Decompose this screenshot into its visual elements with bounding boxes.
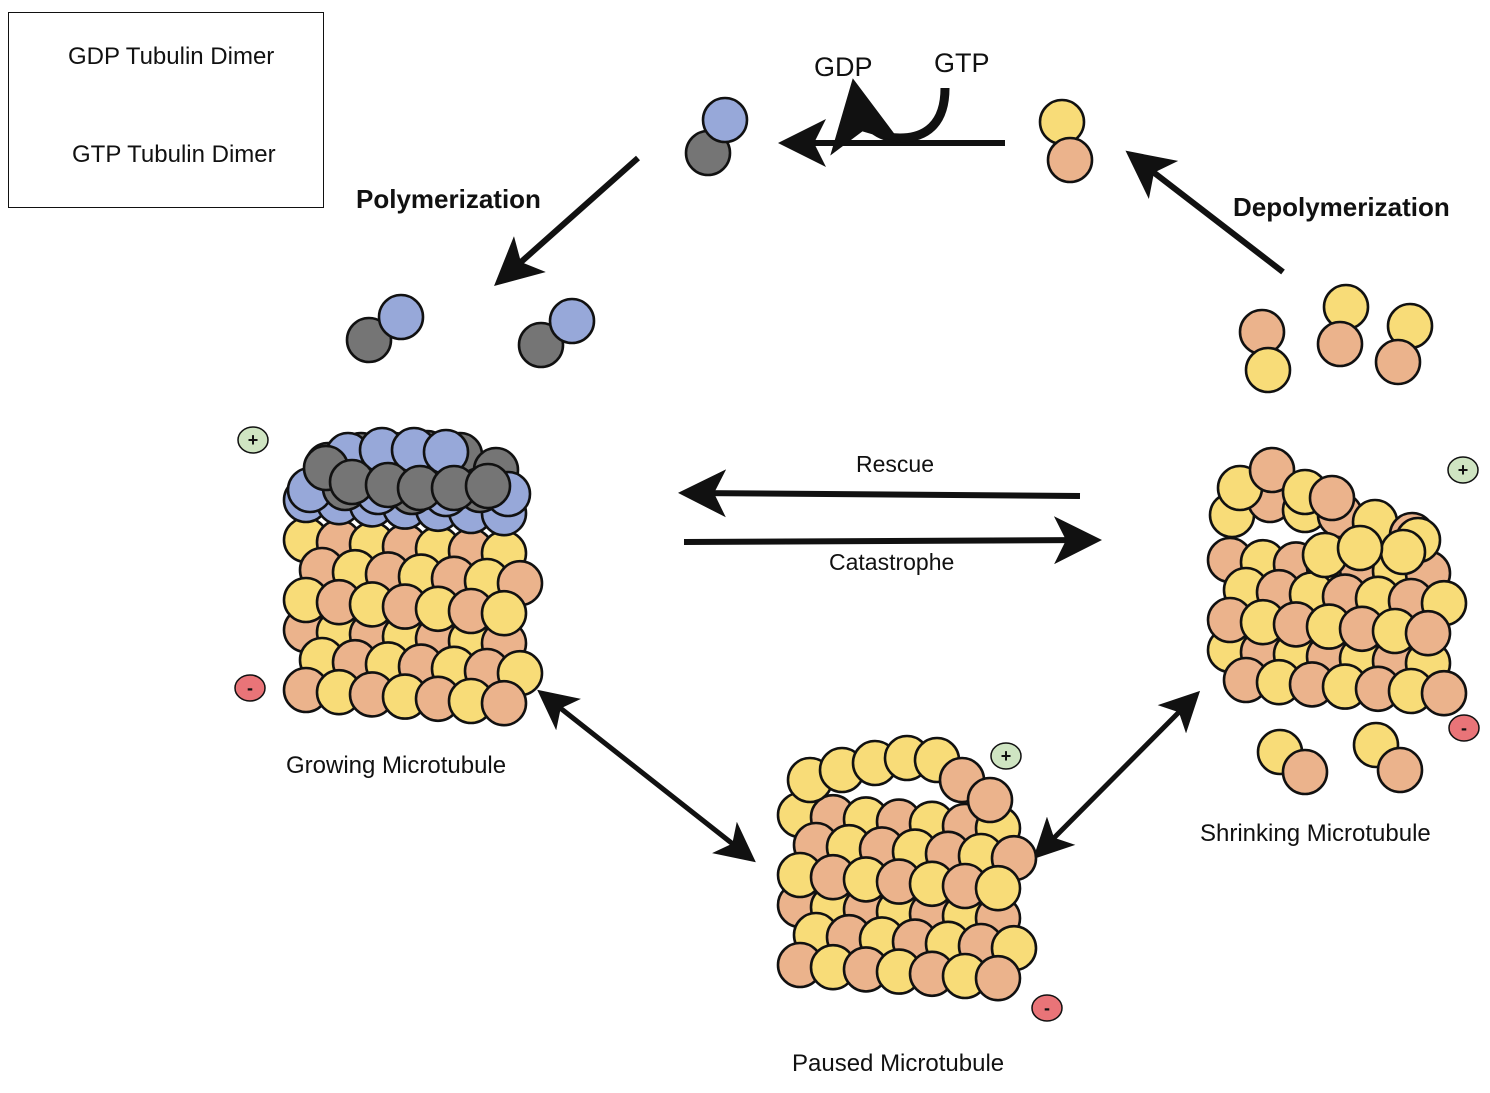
gdp-dimer-free xyxy=(1238,308,1292,394)
legend-box xyxy=(8,12,324,208)
tubulin-subunit xyxy=(377,293,425,341)
growing-plus-end-icon-badge xyxy=(237,426,269,454)
growing-minus-end-icon-sign: - xyxy=(247,678,253,698)
depolymerization-label: Depolymerization xyxy=(1233,192,1450,222)
tubulin-subunit xyxy=(548,297,596,345)
shrinking-minus-end-icon: - xyxy=(1448,714,1480,742)
tubulin-subunit xyxy=(974,864,1022,912)
catastrophe-label: Catastrophe xyxy=(829,549,955,575)
paused-plus-end-icon: + xyxy=(990,742,1022,770)
growing-microtubule-label: Growing Microtubule xyxy=(286,752,507,779)
gdp-dimer-released xyxy=(1038,98,1094,184)
tubulin-subunit xyxy=(1308,474,1356,522)
tubulin-subunit xyxy=(480,679,528,727)
gtp-exchange-curved-arrow xyxy=(830,78,950,156)
tubulin-subunit xyxy=(1248,446,1296,494)
tubulin-subunit xyxy=(974,954,1022,1002)
growing-paused-double-arrow xyxy=(537,689,756,863)
paused-microtubule-label: Paused Microtubule xyxy=(792,1050,1005,1077)
tubulin-subunit xyxy=(1046,136,1094,184)
legend-gdp-label: GDP Tubulin Dimer xyxy=(68,43,275,70)
tubulin-subunit xyxy=(1316,320,1364,368)
tubulin-subunit xyxy=(464,462,512,510)
gtp-dimer-free xyxy=(345,293,425,364)
tubulin-subunit xyxy=(1336,524,1384,572)
growing-minus-end-icon-badge xyxy=(234,674,266,702)
polymerization-label: Polymerization xyxy=(356,184,541,214)
tubulin-subunit xyxy=(1281,748,1329,796)
tubulin-subunit xyxy=(1244,346,1292,394)
growing-minus-end-icon: - xyxy=(234,674,266,702)
gdp-dimer-free xyxy=(1374,302,1434,386)
tubulin-subunit xyxy=(1376,746,1424,794)
paused-plus-end-icon-sign: + xyxy=(1001,746,1012,766)
tubulin-subunit xyxy=(1404,609,1452,657)
legend-gtp-label: GTP Tubulin Dimer xyxy=(72,141,276,168)
growing-plus-end-icon: + xyxy=(237,426,269,454)
depolymerization-arrow xyxy=(1125,150,1285,275)
tubulin-subunit xyxy=(966,776,1014,824)
tubulin-subunit xyxy=(1379,528,1427,576)
gtp-dimer-free xyxy=(517,297,596,369)
rescue-label: Rescue xyxy=(856,451,934,477)
shrinking-microtubule-label: Shrinking Microtubule xyxy=(1200,820,1431,847)
rescue-arrow xyxy=(678,469,1081,518)
gtp-dimer-recycled xyxy=(684,96,749,177)
shrinking-plus-end-icon-sign: + xyxy=(1458,460,1469,480)
gdp-dimer-free xyxy=(1352,721,1424,794)
tubulin-subunit xyxy=(1420,669,1468,717)
shrinking-plus-end-icon: + xyxy=(1447,456,1479,484)
tubulin-subunit xyxy=(1038,98,1086,146)
tubulin-subunit xyxy=(345,316,393,364)
tubulin-subunit xyxy=(480,589,528,637)
catastrophe-arrow xyxy=(683,516,1102,565)
paused-minus-end-icon: - xyxy=(1031,994,1063,1022)
paused-microtubule xyxy=(776,734,1038,1002)
shrinking-paused-double-arrow xyxy=(1032,690,1201,860)
shrinking-plus-end-icon-badge xyxy=(1447,456,1479,484)
growing-microtubule xyxy=(282,426,544,727)
tubulin-subunit xyxy=(517,321,565,369)
gtp-label: GTP xyxy=(934,48,990,78)
tubulin-subunit xyxy=(1374,338,1422,386)
gdp-label: GDP xyxy=(814,52,873,82)
paused-plus-end-icon-badge xyxy=(990,742,1022,770)
shrinking-microtubule xyxy=(1206,446,1468,717)
paused-minus-end-icon-badge xyxy=(1031,994,1063,1022)
shrinking-minus-end-icon-sign: - xyxy=(1461,718,1467,738)
tubulin-subunit xyxy=(701,96,749,144)
shrinking-minus-end-icon-badge xyxy=(1448,714,1480,742)
tubulin-subunit xyxy=(1238,308,1286,356)
growing-plus-end-icon-sign: + xyxy=(248,430,259,450)
gdp-dimer-free xyxy=(1316,283,1370,368)
gdp-dimer-free xyxy=(1256,728,1329,796)
paused-minus-end-icon-sign: - xyxy=(1044,998,1050,1018)
polymerization-arrow xyxy=(494,155,640,286)
